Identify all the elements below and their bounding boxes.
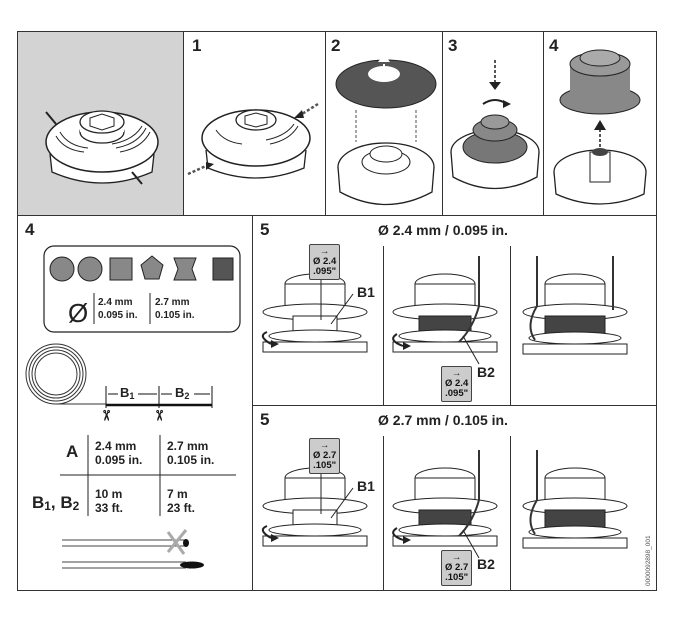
divider [510, 246, 512, 405]
spool-winding-illustrations [261, 450, 628, 559]
step-number: 5 [260, 410, 270, 429]
panel-line-selection: 4 Ø 2 [18, 216, 252, 590]
square-line-shape [109, 257, 133, 281]
panel-winding-2-7: 5 Ø 2.7 mm / 0.105 in. [253, 406, 656, 590]
press-tabs-illustration [187, 102, 319, 179]
spool-step-a [261, 272, 368, 353]
panel-assembled-head [18, 32, 183, 215]
scissors-icon: ✂ [151, 409, 168, 422]
table-row-label-b: B1, B2 [32, 493, 80, 513]
spool-step-c [522, 256, 628, 355]
diameter-symbol: Ø [68, 298, 89, 328]
spool-step-a [261, 466, 368, 547]
concave-line-shape [173, 257, 197, 281]
divider [183, 32, 185, 215]
lift-spool-illustration [553, 49, 647, 205]
step-number: 1 [192, 36, 202, 55]
divider [253, 405, 656, 407]
correct-cut-end [180, 561, 204, 569]
segment-b2-label: B2 [175, 385, 190, 401]
spool-winding-illustrations [261, 256, 628, 365]
line-size-tag: → Ø 2.4 .095" [309, 244, 341, 280]
divider [442, 32, 444, 215]
arrow-icon: → [319, 440, 330, 451]
press-turn-spool-illustration [450, 60, 540, 190]
arrow-icon: → [319, 246, 330, 257]
step-number: 5 [260, 220, 270, 239]
remove-cover-illustration [335, 54, 437, 206]
line-size-tag: → Ø 2.4 .095" [441, 366, 473, 402]
panel-winding-2-4: 5 Ø 2.4 mm / 0.095 in. [253, 216, 656, 405]
divider [383, 246, 385, 405]
step-number: 4 [549, 36, 559, 55]
arrow-icon: → [451, 552, 462, 563]
spool-step-c [522, 450, 628, 549]
spool-step-b [392, 450, 498, 559]
segment-b1-label: B1 [120, 385, 135, 401]
line-size-tag: → Ø 2.7 .105" [309, 438, 341, 474]
panel-step-3: 3 [443, 32, 543, 215]
table-cell: 2.4 mm 0.095 in. [95, 439, 143, 467]
instruction-frame [17, 31, 657, 591]
panel-step-4-remove-spool: 4 [544, 32, 656, 215]
trimmer-head-illustration [45, 110, 159, 185]
table-cell: 7 m 23 ft. [167, 487, 196, 515]
step-number: 2 [331, 36, 341, 55]
divider [383, 436, 385, 590]
label-b2: B2 [477, 364, 495, 380]
spool-step-b [392, 256, 498, 365]
round-line-shape [49, 256, 75, 282]
divider [325, 32, 327, 215]
divider [18, 215, 656, 217]
table-cell: 2.7 mm 0.105 in. [167, 439, 215, 467]
divider [252, 216, 254, 590]
panel-step-2: 2 [326, 32, 442, 215]
winding-title: Ø 2.4 mm / 0.095 in. [378, 222, 508, 238]
table-row-label-a: A [66, 442, 79, 461]
label-b1: B1 [357, 284, 375, 300]
label-b1: B1 [357, 478, 375, 494]
line-size-2-4: 2.4 mm 0.095 in. [98, 297, 138, 321]
winding-title: Ø 2.7 mm / 0.105 in. [378, 412, 508, 428]
arrow-icon: → [451, 368, 462, 379]
step-number: 4 [25, 220, 35, 239]
line-shapes-illustration [25, 245, 241, 569]
panel-step-1: 1 [184, 32, 325, 215]
square-dark-line-shape [212, 257, 234, 281]
document-code: 0000092898_001 [645, 535, 652, 586]
divider [510, 436, 512, 590]
line-size-tag: → Ø 2.7 .105" [441, 550, 473, 586]
line-size-2-7: 2.7 mm 0.105 in. [155, 297, 195, 321]
star-line-shape [140, 255, 164, 280]
divider [543, 32, 545, 215]
twisted-line-shape [77, 256, 103, 282]
table-cell: 10 m 33 ft. [95, 487, 124, 515]
scissors-icon: ✂ [98, 409, 115, 422]
label-b2: B2 [477, 556, 495, 572]
step-number: 3 [448, 36, 458, 55]
